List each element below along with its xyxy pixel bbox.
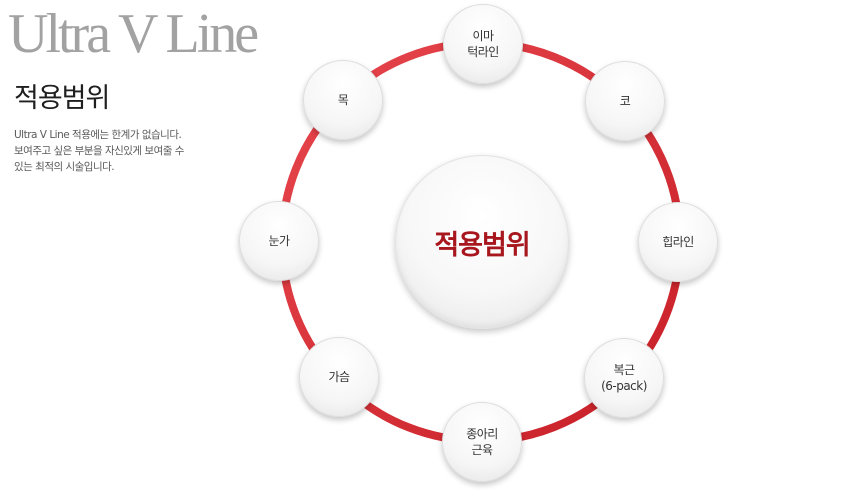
node-chest: 가슴 [299,337,379,417]
node-nose: 코 [585,61,665,141]
node-label: 복근 (6-pack) [601,363,647,393]
node-calf: 종아리 근육 [442,402,522,482]
node-abs: 복근 (6-pack) [584,338,664,418]
node-eyes: 눈가 [239,201,319,281]
node-label: 힙라인 [662,235,694,249]
node-forehead-jawline: 이마 턱라인 [443,4,523,84]
node-hipline: 힙라인 [638,202,718,282]
description-line: 보여주고 싶은 부분을 자신있게 보여줄 수 [14,145,184,157]
center-node: 적용범위 [395,155,569,329]
node-label: 이마 턱라인 [467,29,499,59]
center-label: 적용범위 [434,229,530,261]
node-label: 가슴 [328,370,350,384]
node-neck: 목 [303,60,383,140]
node-label: 코 [619,94,631,108]
description-line: 있는 최적의 시술입니다. [14,161,115,173]
page-title: 적용범위 [14,83,110,114]
node-label: 눈가 [268,234,290,248]
node-label: 목 [337,93,349,107]
description-line: Ultra V Line 적용에는 한계가 없습니다. [14,129,182,141]
description: Ultra V Line 적용에는 한계가 없습니다. 보여주고 싶은 부분을 … [14,127,224,175]
brand-logo-text: Ultra V Line [8,3,259,65]
node-label: 종아리 근육 [466,427,498,457]
